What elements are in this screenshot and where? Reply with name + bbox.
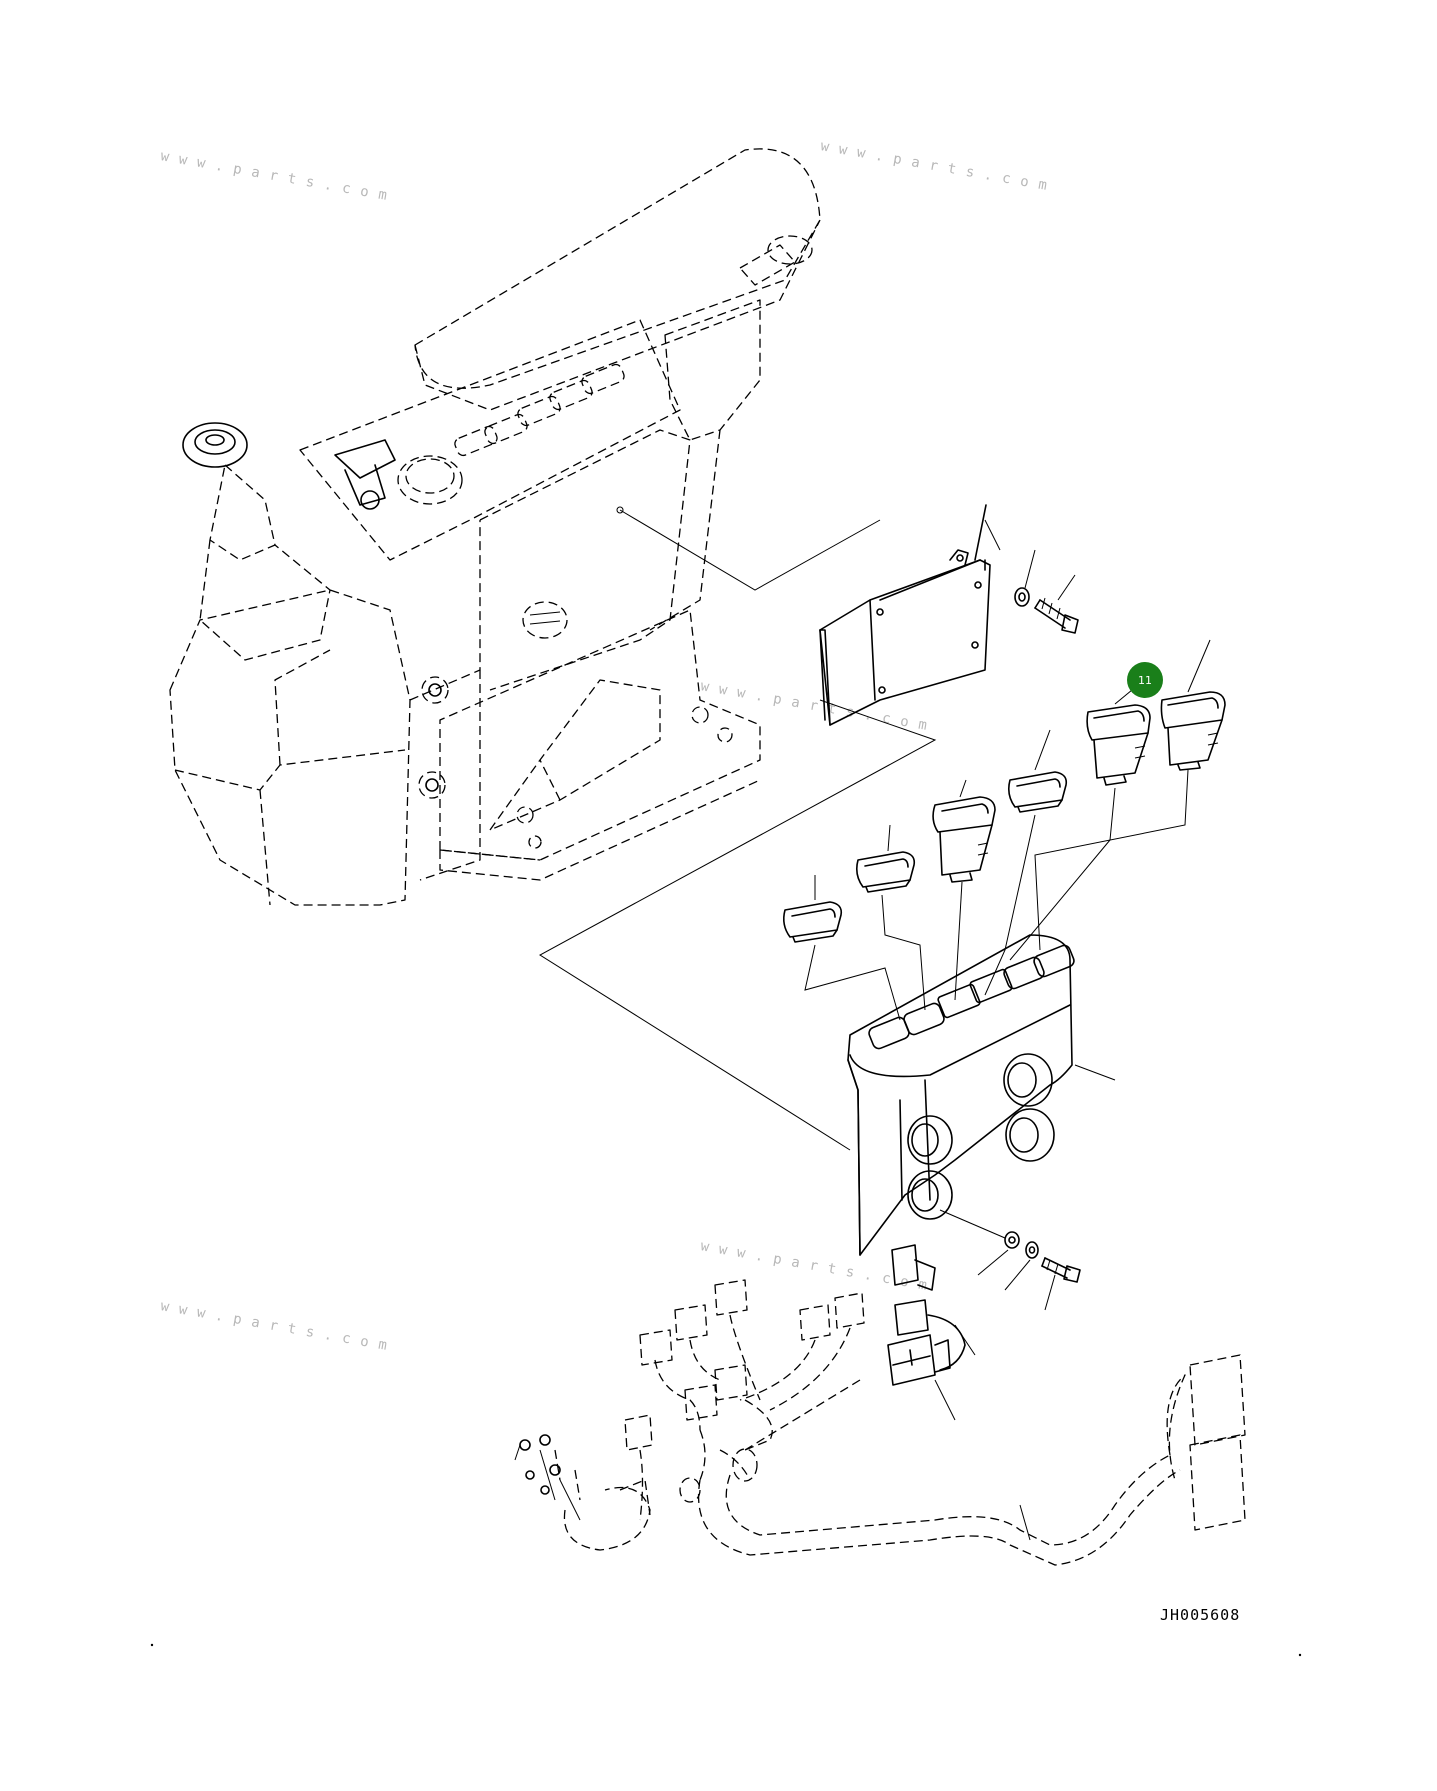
corner-mark (150, 1643, 154, 1647)
rocker-switch (783, 875, 843, 943)
washer-lower-2 (1004, 1241, 1039, 1291)
leader-lines (539, 509, 1001, 1151)
callout-11[interactable]: 11 (1127, 662, 1163, 698)
armrest-console (169, 148, 821, 906)
callout-label: 11 (1138, 674, 1152, 687)
panel-knobs (907, 1053, 1055, 1220)
callout-marker[interactable] (1127, 662, 1163, 698)
rocker-switch (1008, 729, 1068, 813)
branch-connectors (624, 1279, 865, 1521)
cover-plate (819, 504, 991, 726)
rocker-switch (932, 779, 996, 883)
panel-slots (868, 944, 1075, 1050)
washer-lower-1 (939, 1209, 1020, 1276)
rocker-switches (783, 639, 1226, 943)
watermark-text: www.parts.com (699, 678, 938, 735)
switch-wire-lines (804, 769, 1189, 1021)
corner-mark (1298, 1653, 1302, 1657)
watermark-text: www.parts.com (159, 148, 398, 205)
rocker-switch (856, 824, 916, 893)
rocker-switch (1160, 639, 1226, 771)
watermark-text: www.parts.com (819, 138, 1058, 195)
watermark-text: www.parts.com (159, 1298, 398, 1355)
ring-terminals (514, 1434, 651, 1551)
console-switch-slots (454, 363, 625, 457)
connector (887, 1244, 976, 1421)
drawing-code: JH005608 (1160, 1606, 1240, 1624)
wire-harness (514, 1244, 1246, 1566)
washer-top (1014, 549, 1036, 607)
watermark-text: www.parts.com (699, 1238, 938, 1295)
bolt-lower (1041, 1257, 1081, 1311)
bolt-top (1034, 574, 1079, 634)
rocker-switch-11 (1086, 689, 1151, 786)
switch-panel (847, 934, 1116, 1256)
